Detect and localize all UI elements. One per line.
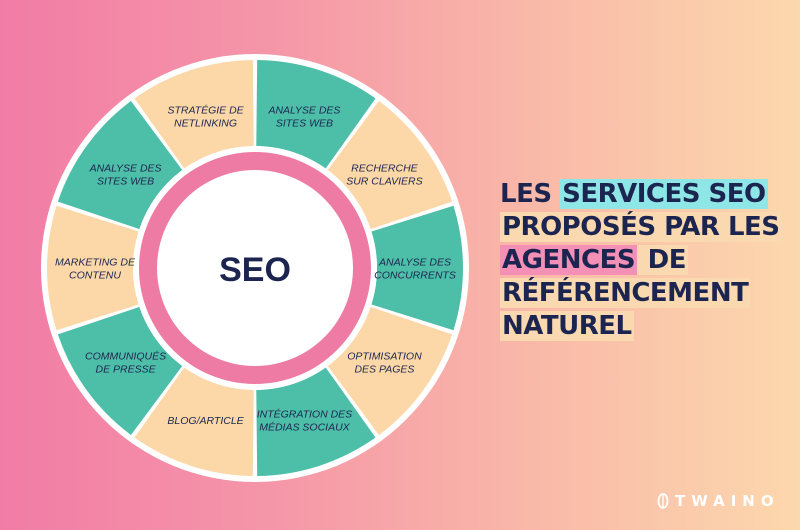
segment-8 bbox=[57, 306, 183, 435]
segment-label-7: BLOG/ARTICLE bbox=[167, 415, 244, 427]
title-text: DE bbox=[637, 245, 688, 275]
title-line-5: NATUREL bbox=[500, 310, 790, 343]
segment-2 bbox=[256, 60, 376, 169]
segment-6 bbox=[256, 367, 376, 476]
title-text: RÉFÉRENCEMENT bbox=[500, 278, 751, 308]
title-highlight-agences: AGENCES bbox=[500, 245, 638, 275]
segment-4 bbox=[371, 205, 464, 331]
segment-9 bbox=[47, 205, 139, 331]
wheel-segments bbox=[47, 60, 464, 476]
logo-text: TWAINO bbox=[675, 492, 780, 510]
segment-3 bbox=[327, 101, 453, 230]
twaino-logo: TWAINO bbox=[657, 492, 780, 510]
segment-7 bbox=[134, 367, 254, 476]
page-title: LES SERVICES SEO PROPOSÉS PAR LES AGENCE… bbox=[500, 178, 790, 343]
leaf-o-icon bbox=[657, 493, 669, 509]
title-text: PROPOSÉS PAR LES bbox=[500, 212, 782, 242]
center-circle bbox=[157, 170, 353, 366]
segment-1 bbox=[134, 60, 254, 169]
title-text: NATUREL bbox=[500, 311, 634, 341]
title-line-4: RÉFÉRENCEMENT bbox=[500, 277, 790, 310]
title-highlight-services: SERVICES SEO bbox=[560, 179, 768, 209]
title-line-2: PROPOSÉS PAR LES bbox=[500, 211, 790, 244]
segment-10 bbox=[57, 101, 183, 230]
title-line-3: AGENCES DE bbox=[500, 244, 790, 277]
title-text: LES bbox=[500, 179, 561, 209]
title-line-1: LES SERVICES SEO bbox=[500, 178, 790, 211]
center-label: SEO bbox=[219, 251, 291, 289]
segment-5 bbox=[327, 306, 453, 435]
